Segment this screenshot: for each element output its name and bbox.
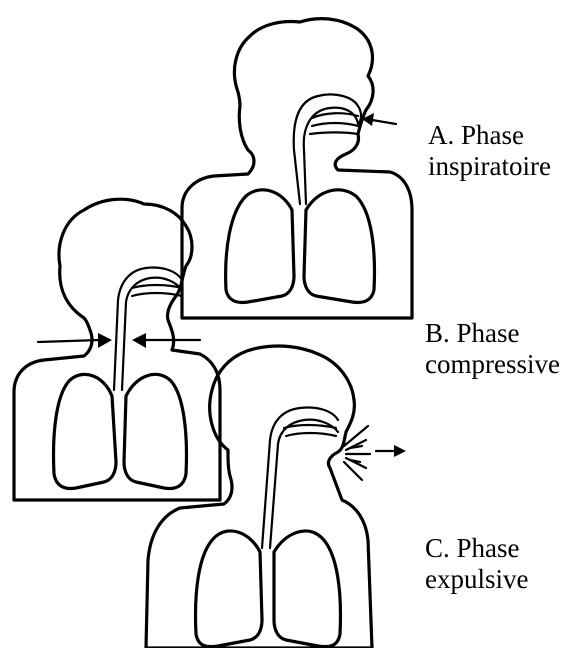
phase-a-title: A. Phase [428, 120, 551, 151]
phase-c-subtitle: expulsive [425, 564, 528, 595]
phase-b-title: B. Phase [425, 318, 560, 349]
figure-b-compressive [14, 199, 220, 500]
phase-c-label: C. Phase expulsive [425, 533, 528, 595]
phase-a-subtitle: inspiratoire [428, 151, 551, 182]
figure-c-airway [262, 408, 338, 549]
phase-b-subtitle: compressive [425, 349, 560, 380]
figure-a-airway [294, 94, 361, 204]
figure-c-palate [284, 425, 336, 436]
phase-a-label: A. Phase inspiratoire [428, 120, 551, 182]
figure-b-left-arrow-head [98, 333, 112, 348]
figure-b-left-lung [54, 374, 116, 488]
phase-b-label: B. Phase compressive [425, 318, 560, 380]
phase-c-title: C. Phase [425, 533, 528, 564]
figure-a-right-lung [304, 190, 374, 303]
figure-c-body-outline [146, 346, 372, 648]
figure-c-expulsion-spray [344, 426, 370, 480]
figure-a-palate [310, 113, 358, 134]
figure-c-right-lung [274, 531, 340, 647]
figure-a-inhale-arrow-shaft [372, 120, 396, 124]
figure-c-exhale-arrow-head [394, 445, 406, 457]
figure-b-right-lung [124, 374, 186, 488]
figure-c-expulsive [146, 346, 406, 648]
figure-b-palate [132, 285, 182, 296]
figure-c-left-lung [196, 531, 262, 647]
figure-a-left-lung [226, 190, 294, 303]
figure-b-right-arrow-head [132, 333, 146, 348]
figure-a-inspiratory [182, 19, 412, 318]
